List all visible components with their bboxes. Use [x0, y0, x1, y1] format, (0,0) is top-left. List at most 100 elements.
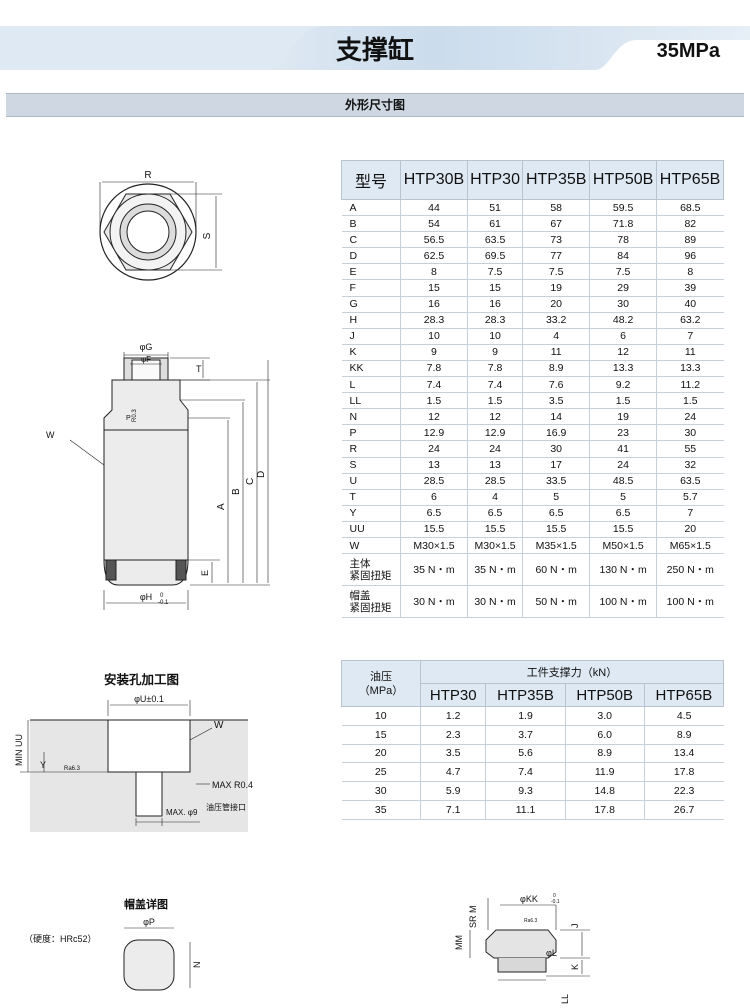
- pressure-cell: 10: [341, 706, 421, 726]
- force-cell: 1.2: [419, 706, 486, 726]
- table-cell: 7: [656, 328, 724, 345]
- table-cell: 1.5: [656, 392, 724, 410]
- row-label: R: [341, 440, 401, 458]
- table-cell: 1.5: [466, 392, 523, 410]
- pressure-cell: 15: [341, 725, 421, 745]
- dim-label-w: W: [46, 430, 55, 440]
- table-cell: 9: [466, 344, 523, 361]
- column-header: HTP65B: [643, 683, 725, 707]
- table-cell: 7.4: [466, 376, 523, 394]
- table-cell: 56.5: [400, 231, 468, 249]
- table-cell: 69.5: [466, 247, 523, 265]
- table-cell: 58: [522, 199, 590, 217]
- row-label: B: [341, 215, 401, 233]
- dim-label-min-uu: MIN UU: [14, 734, 24, 766]
- table-cell: 17: [522, 457, 590, 474]
- force-cell: 4.5: [643, 706, 724, 726]
- table-cell: 7.8: [400, 360, 468, 378]
- table-cell: 7.6: [522, 376, 590, 394]
- oil-port-label: 油压管接口: [206, 802, 246, 812]
- row-label: C: [341, 231, 401, 249]
- table-cell: 30: [656, 424, 724, 442]
- force-cell: 6.0: [564, 725, 645, 745]
- table-cell: 84: [589, 247, 657, 265]
- table-cell: 7.4: [400, 376, 468, 394]
- dim-label-j: J: [570, 924, 580, 929]
- pressure-rating: 35MPa: [656, 40, 720, 62]
- row-label: D: [341, 247, 401, 265]
- table-cell: 13: [400, 457, 468, 474]
- row-label: K: [341, 344, 401, 361]
- force-cell: 17.8: [643, 762, 724, 783]
- dim-label-u: φU±0.1: [134, 694, 164, 704]
- dim-label-y: Y: [40, 760, 46, 770]
- table-cell: 13.3: [656, 360, 724, 378]
- table-cell: 15.5: [589, 521, 657, 538]
- table-cell: 6: [589, 328, 657, 345]
- torque-cell: 30 N・m: [466, 585, 523, 619]
- table-cell: 15: [400, 279, 468, 297]
- row-label: J: [341, 328, 401, 345]
- table-cell: 30: [589, 296, 657, 313]
- row-label: W: [341, 537, 401, 555]
- force-cell: 4.7: [419, 762, 486, 783]
- dim-label-l: φL: [546, 948, 557, 958]
- table-cell: 15.5: [466, 521, 523, 538]
- dim-label-f: φF: [141, 355, 151, 364]
- force-cell: 11.9: [564, 762, 645, 783]
- dim-label-h: φH: [140, 592, 152, 602]
- table-cell: 7: [656, 505, 724, 522]
- table-cell: 63.5: [656, 473, 724, 490]
- table-cell: 33.2: [522, 312, 590, 329]
- pressure-cell: 35: [341, 800, 421, 820]
- dim-label-kk: φKK: [520, 894, 538, 904]
- column-header: HTP35B: [485, 683, 566, 707]
- row-label: L: [341, 376, 401, 394]
- table-cell: 96: [656, 247, 724, 265]
- row-label: U: [341, 473, 401, 490]
- table-cell: 1.5: [589, 392, 657, 410]
- support-force-table: 油压 （MPa） 工件支撑力（kN） HTP30 HTP35B HTP50B H…: [341, 660, 725, 820]
- row-label: F: [341, 279, 401, 297]
- torque-cell: 35 N・m: [466, 553, 523, 587]
- table-cell: 48.5: [589, 473, 657, 490]
- table-cell: 5: [589, 489, 657, 506]
- dim-label-p: P: [126, 415, 131, 422]
- dim-label-cap-n: N: [192, 962, 202, 969]
- column-header: HTP50B: [564, 683, 645, 707]
- row-label: S: [341, 457, 401, 474]
- piston-detail-drawing: φKK 0 -0.1 MM SR M J φL K LL Ra6.3: [454, 893, 590, 1004]
- force-cell: 22.3: [643, 781, 724, 801]
- dim-label-k: K: [570, 964, 580, 970]
- force-cell: 3.0: [564, 706, 645, 726]
- column-header: HTP50B: [589, 160, 658, 200]
- row-label: T: [341, 489, 401, 506]
- table-cell: 12: [466, 408, 523, 426]
- dim-label-b: B: [231, 488, 242, 495]
- table-cell: 15: [466, 279, 523, 297]
- table-cell: 10: [400, 328, 468, 345]
- column-header: HTP30B: [400, 160, 468, 200]
- torque-label: 主体紧固扭矩: [341, 553, 401, 587]
- row-label: A: [341, 199, 401, 217]
- table-cell: 7.5: [522, 263, 590, 281]
- torque-cell: 100 N・m: [656, 585, 724, 619]
- torque-cell: 130 N・m: [589, 553, 657, 587]
- dim-label-g: φG: [140, 342, 153, 352]
- dim-label-e: E: [200, 570, 210, 576]
- table-cell: 24: [400, 440, 468, 458]
- table-cell: 32: [656, 457, 724, 474]
